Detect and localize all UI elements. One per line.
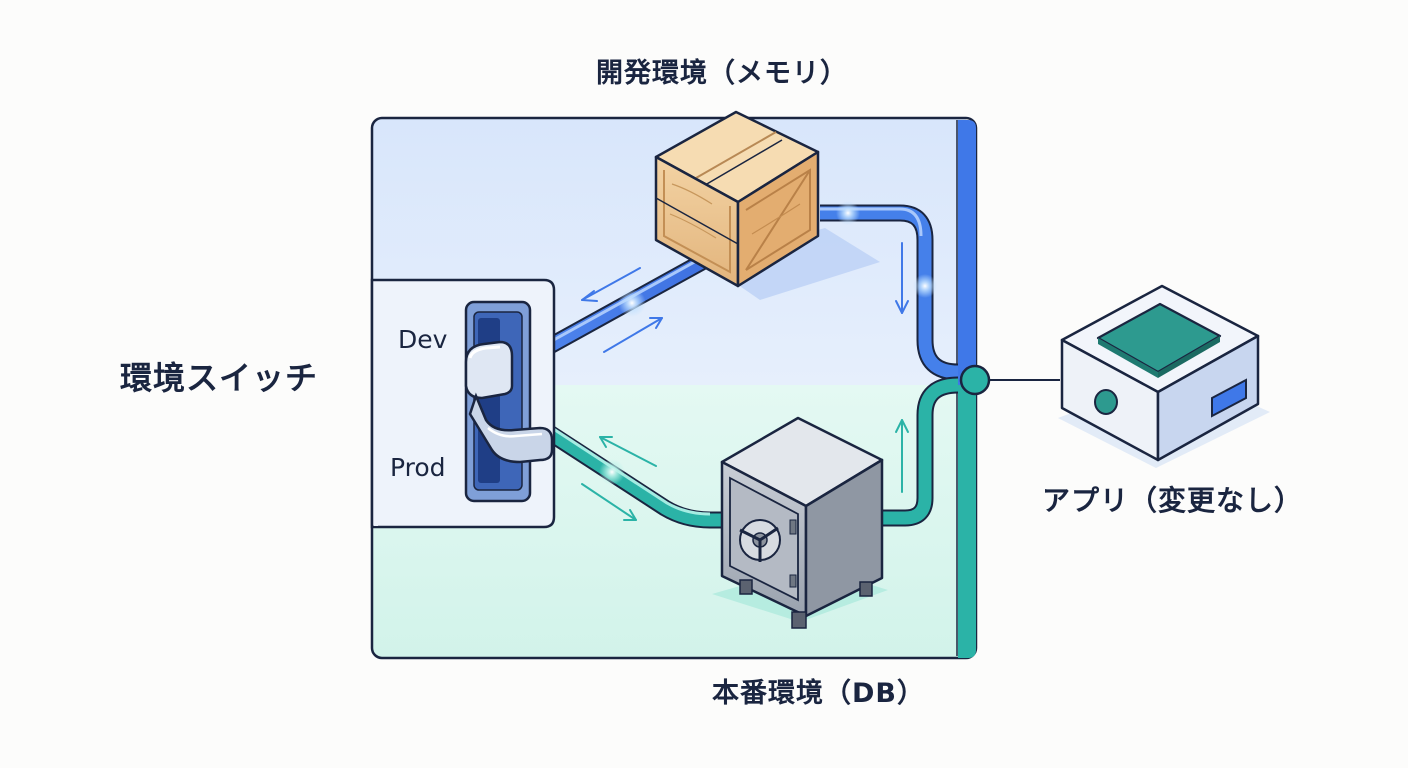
prod-arrows xyxy=(581,419,909,521)
switch-dev-label: Dev xyxy=(398,325,448,354)
switch-prod-label: Prod xyxy=(390,453,446,482)
dev-spine xyxy=(958,120,976,385)
app-label: アプリ（変更なし） xyxy=(1042,484,1304,517)
dev-env-label: 開発環境（メモリ） xyxy=(596,58,848,89)
prod-spine xyxy=(958,385,976,658)
toggle-lever-icon[interactable] xyxy=(464,340,554,464)
env-switch-label: 環境スイッチ xyxy=(120,359,319,397)
app-connector xyxy=(959,364,1060,396)
safe-icon xyxy=(712,416,888,629)
server-box-icon xyxy=(1058,284,1270,468)
prod-env-label: 本番環境（DB） xyxy=(712,678,925,709)
dev-connection xyxy=(519,201,959,381)
environment-switch[interactable] xyxy=(370,278,556,529)
junction-node xyxy=(959,364,991,396)
flow-arrows xyxy=(581,242,909,521)
prod-connection xyxy=(539,376,959,529)
wooden-crate-icon xyxy=(654,110,880,300)
dev-arrows xyxy=(581,242,909,353)
